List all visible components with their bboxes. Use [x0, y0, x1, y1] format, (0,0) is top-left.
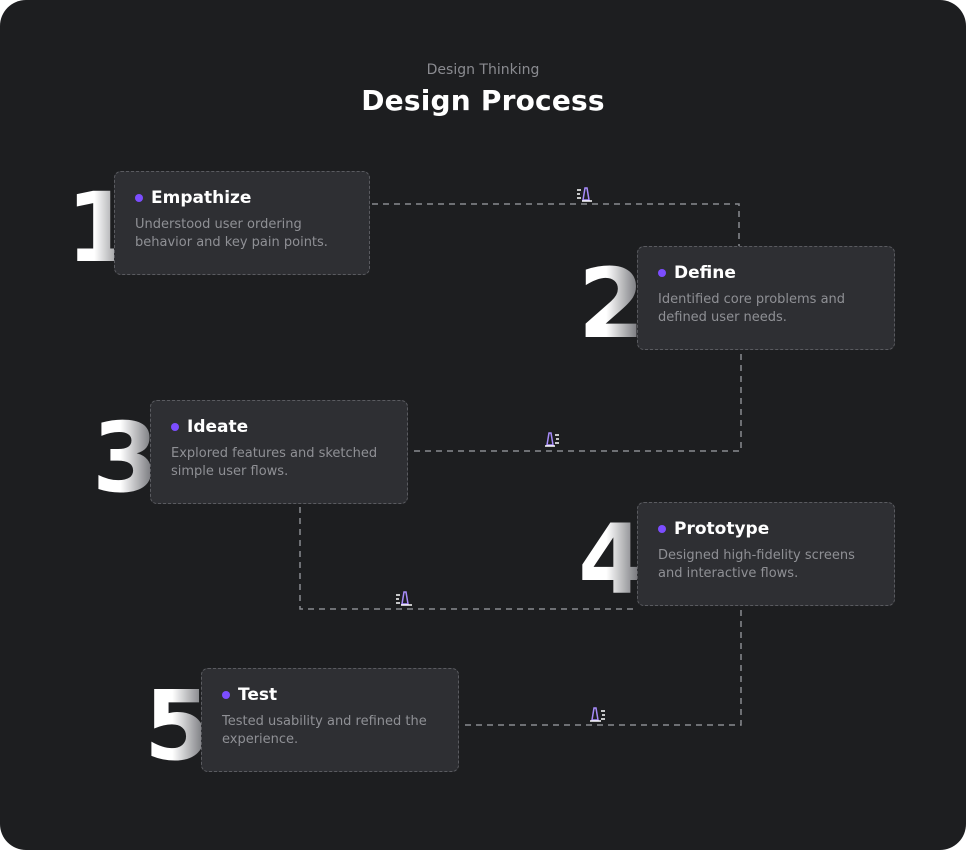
step-number-2: 2 [578, 248, 645, 360]
step-title: Define [674, 263, 736, 283]
step-title: Empathize [151, 188, 252, 208]
eyebrow-label: Design Thinking [426, 62, 540, 78]
step-number-4: 4 [578, 504, 645, 616]
step-number-5: 5 [144, 670, 211, 782]
step-title-row: Define [658, 263, 874, 283]
runner-glyph-icon [396, 591, 412, 606]
page-title: Design Process [361, 84, 605, 117]
step-card-ideate: Ideate Explored features and sketched si… [150, 400, 408, 504]
step-number-3: 3 [92, 402, 159, 514]
runner-glyph-icon [590, 707, 605, 722]
step-title-row: Prototype [658, 519, 874, 539]
step-description: Explored features and sketched simple us… [171, 446, 378, 479]
dot-icon [658, 269, 666, 277]
step-card-define: Define Identified core problems and defi… [637, 246, 895, 350]
step-description: Identified core problems and defined use… [658, 292, 846, 325]
step-title: Ideate [187, 417, 249, 437]
step-title-row: Ideate [171, 417, 387, 437]
dot-icon [135, 194, 143, 202]
step-title: Prototype [674, 519, 770, 539]
step-description: Understood user ordering behavior and ke… [135, 217, 328, 250]
dot-icon [222, 691, 230, 699]
step-description: Designed high-fidelity screens and inter… [658, 548, 855, 581]
step-title: Test [238, 685, 278, 705]
step-card-test: Test Tested usability and refined the ex… [201, 668, 459, 772]
connector-1-2 [372, 203, 740, 247]
runner-glyph-icon [545, 432, 559, 447]
runner-glyph-icon [577, 187, 592, 202]
step-title-row: Test [222, 685, 438, 705]
connector-2-3 [410, 354, 742, 452]
connector-3-4 [299, 507, 637, 610]
dot-icon [171, 423, 179, 431]
connector-4-5 [460, 610, 742, 726]
step-card-empathize: Empathize Understood user ordering behav… [114, 171, 370, 275]
step-card-prototype: Prototype Designed high-fidelity screens… [637, 502, 895, 606]
step-title-row: Empathize [135, 188, 349, 208]
dot-icon [658, 525, 666, 533]
step-description: Tested usability and refined the experie… [222, 714, 427, 747]
